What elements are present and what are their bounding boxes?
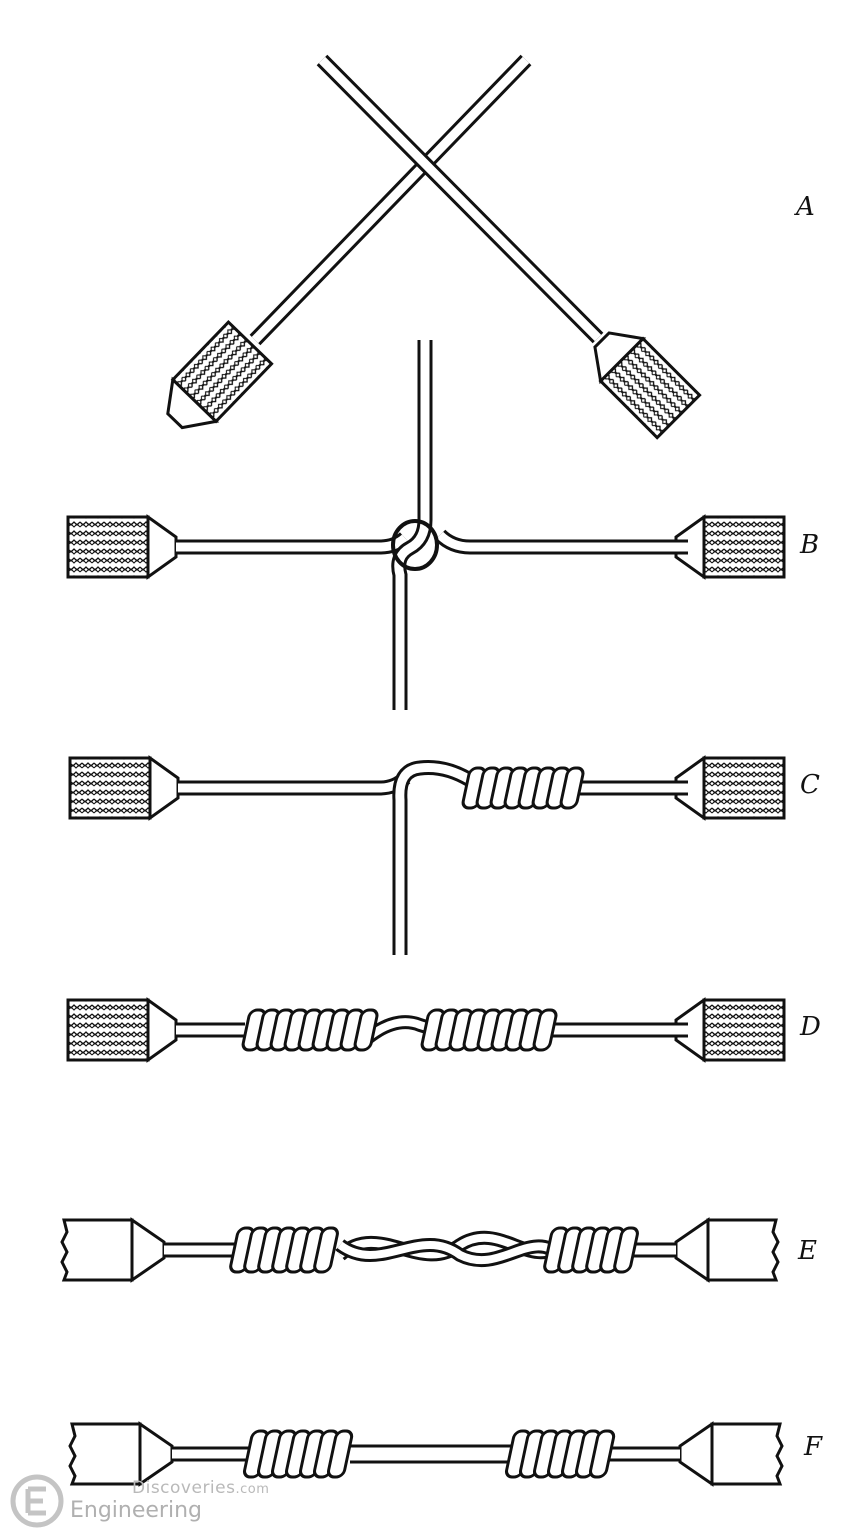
coil-turn — [532, 1008, 558, 1052]
coil-turn — [613, 1226, 639, 1274]
step-f-coil-right — [504, 1429, 616, 1479]
step-label-b: B — [800, 530, 820, 560]
step-c-insulation-right — [674, 756, 786, 820]
step-d-coil-right — [420, 1008, 558, 1052]
coil-turn — [588, 1429, 616, 1479]
step-a-wire-left — [151, 54, 532, 444]
watermark: Discoveries.com Engineering — [10, 1472, 290, 1528]
watermark-site-suffix: .com — [235, 1482, 270, 1497]
step-f-insulation-right — [678, 1422, 784, 1486]
watermark-brand-label: Engineering — [70, 1498, 202, 1523]
step-d-coil-left — [241, 1008, 379, 1052]
step-label-f: F — [804, 1432, 823, 1462]
step-b-insulation-right — [674, 515, 786, 579]
step-label-d: D — [800, 1012, 821, 1042]
step-label-e: E — [798, 1236, 817, 1266]
step-f-finished-splice — [68, 1422, 784, 1486]
step-d-insulation-right — [674, 998, 786, 1062]
step-label-a: A — [796, 192, 815, 222]
step-e-insulation-left — [60, 1218, 166, 1282]
watermark-site-label: Discoveries — [132, 1478, 236, 1498]
coil-turn — [326, 1429, 354, 1479]
step-label-c: C — [800, 770, 820, 800]
step-d-wrap-both-sides — [66, 998, 786, 1062]
step-f-coil-left — [242, 1429, 354, 1479]
engineering-logo-icon — [10, 1474, 64, 1528]
step-b-wrap-start — [66, 340, 786, 710]
step-a-wire-right — [316, 54, 702, 440]
step-b-insulation-left — [66, 515, 178, 579]
step-e-coil-right — [543, 1226, 639, 1274]
coil-turn — [353, 1008, 379, 1052]
coil-turn — [313, 1226, 339, 1274]
step-c-wrap-one-side — [68, 756, 786, 955]
step-a-crossed-wires — [151, 54, 702, 444]
step-e-coil-left — [229, 1226, 339, 1274]
coil-turn — [559, 766, 585, 810]
step-e-twisted-splice — [60, 1218, 780, 1282]
step-e-insulation-right — [674, 1218, 780, 1282]
step-d-insulation-left — [66, 998, 178, 1062]
step-c-coil — [461, 766, 585, 810]
step-c-insulation-left — [68, 756, 180, 820]
